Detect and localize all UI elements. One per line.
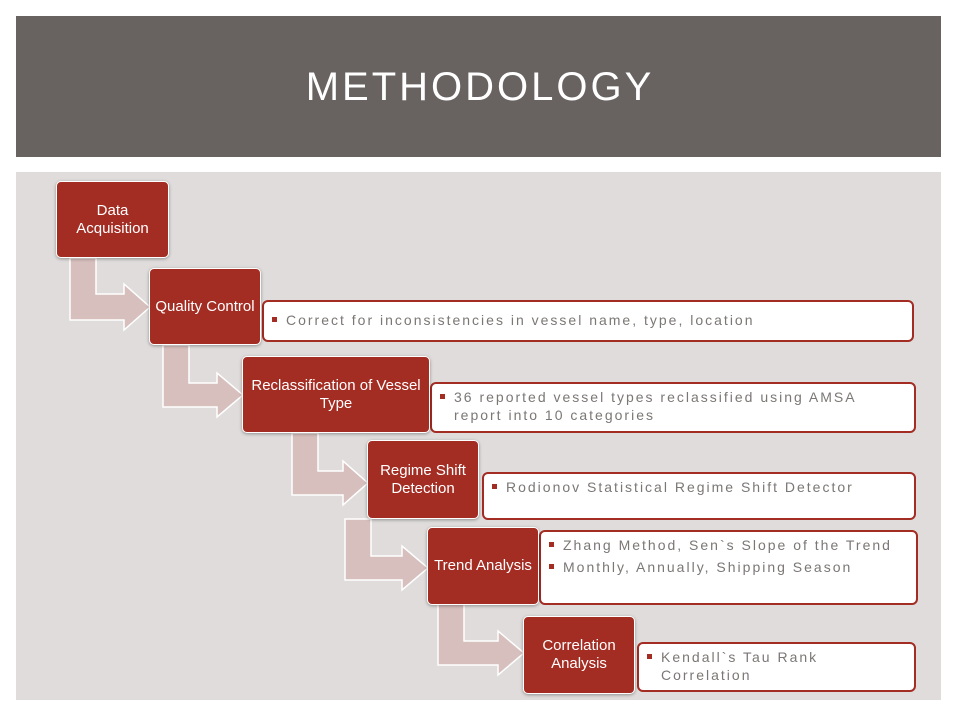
detail-bullet: Zhang Method, Sen`s Slope of the Trend — [549, 536, 908, 554]
detail-trend-analysis: Zhang Method, Sen`s Slope of the Trend M… — [539, 530, 918, 605]
detail-regime-shift-detection: Rodionov Statistical Regime Shift Detect… — [482, 472, 916, 520]
detail-bullet: Monthly, Annually, Shipping Season — [549, 558, 908, 576]
step-trend-analysis: Trend Analysis — [427, 527, 539, 605]
detail-bullet: Correct for inconsistencies in vessel na… — [272, 311, 904, 329]
detail-bullet: 36 reported vessel types reclassified us… — [440, 388, 906, 424]
bullet-text: Zhang Method, Sen`s Slope of the Trend — [563, 537, 892, 553]
slide-title: METHODOLOGY — [305, 65, 655, 109]
connector-arrow-2 — [162, 344, 245, 419]
detail-correlation-analysis: Kendall`s Tau Rank Correlation — [637, 642, 916, 692]
step-label: Regime Shift Detection — [380, 461, 466, 497]
connector-arrow-4 — [344, 518, 430, 592]
detail-quality-control: Correct for inconsistencies in vessel na… — [262, 300, 914, 342]
step-label: Trend Analysis — [434, 557, 532, 574]
content-panel — [16, 172, 941, 700]
connector-arrow-3 — [291, 432, 370, 507]
step-correlation-analysis: Correlation Analysis — [523, 616, 635, 694]
bullet-text: Monthly, Annually, Shipping Season — [563, 559, 853, 575]
step-label: Quality Control — [155, 297, 255, 315]
step-label: Reclassification of Vessel Type — [251, 376, 421, 412]
detail-bullet: Rodionov Statistical Regime Shift Detect… — [492, 478, 906, 496]
bullet-text: Rodionov Statistical Regime Shift Detect… — [506, 479, 854, 495]
step-label: Data Acquisition — [76, 201, 149, 237]
detail-reclassification: 36 reported vessel types reclassified us… — [430, 382, 916, 433]
step-quality-control: Quality Control — [149, 268, 261, 345]
title-banner — [16, 16, 941, 157]
connector-arrow-5 — [437, 603, 526, 677]
step-data-acquisition: Data Acquisition — [56, 181, 169, 258]
step-label: Correlation Analysis — [542, 637, 616, 672]
bullet-text: Correct for inconsistencies in vessel na… — [286, 312, 755, 328]
step-regime-shift-detection: Regime Shift Detection — [367, 440, 479, 519]
detail-bullet: Kendall`s Tau Rank Correlation — [647, 648, 906, 684]
step-reclassification: Reclassification of Vessel Type — [242, 356, 430, 433]
bullet-text: 36 reported vessel types reclassified us… — [454, 389, 856, 423]
bullet-text: Kendall`s Tau Rank Correlation — [661, 649, 819, 683]
connector-arrow-1 — [69, 257, 152, 332]
